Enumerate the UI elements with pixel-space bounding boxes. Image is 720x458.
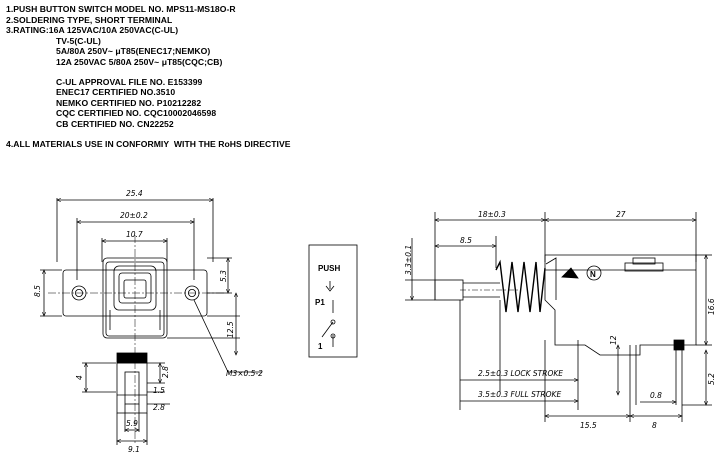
dim-59: 5.9 xyxy=(126,419,138,428)
dim-pin-4: 4 xyxy=(75,375,84,380)
dim-pin-28: 2.8 xyxy=(161,366,170,378)
dim-height-right: 5.3 xyxy=(219,270,228,282)
mark-n: N xyxy=(590,270,596,279)
note-cert-enec: ENEC17 CERTIFIED NO.3510 xyxy=(56,87,176,98)
dim-33: 3.3±0.1 xyxy=(404,245,413,275)
dim-mount-pitch: 20±0.2 xyxy=(120,211,148,220)
symbol-terminal-1: 1 xyxy=(318,342,323,351)
dim-screw: M3×0.5-2 xyxy=(226,369,263,378)
dim-18: 18±0.3 xyxy=(478,210,506,219)
dim-91: 9.1 xyxy=(128,445,140,454)
note-cert-cul: C-UL APPROVAL FILE NO. E153399 xyxy=(56,76,203,87)
note-rohs: 4.ALL MATERIALS USE IN CONFORMIY WITH TH… xyxy=(6,138,291,149)
note-model: 1.PUSH BUTTON SWITCH MODEL NO. MPS11-MS1… xyxy=(6,4,236,14)
spec-notes: 1.PUSH BUTTON SWITCH MODEL NO. MPS11-MS1… xyxy=(6,4,291,149)
dim-button: 10.7 xyxy=(126,230,143,239)
dim-08: 0.8 xyxy=(650,391,662,400)
note-cert-cb: CB CERTIFIED NO. CN22252 xyxy=(56,118,174,129)
dim-155: 15.5 xyxy=(580,421,597,430)
dim-12: 12 xyxy=(609,335,618,345)
dim-width-total: 25.4 xyxy=(126,189,143,198)
dim-height-left: 8.5 xyxy=(33,285,42,297)
dim-full-stroke: 3.5±0.3 FULL STROKE xyxy=(478,390,561,399)
dim-52: 5.2 xyxy=(707,373,716,385)
dim-8: 8 xyxy=(652,421,657,430)
dim-pin-28b: 2.8 xyxy=(153,403,165,412)
note-soldering: 2.SOLDERING TYPE, SHORT TERMINAL xyxy=(6,14,173,25)
side-view: 18±0.3 27 8.5 N 3.3±0.1 xyxy=(404,210,716,430)
dim-pin-15: 1.5 xyxy=(153,386,165,395)
front-view: 25.4 20±0.2 10.7 8.5 xyxy=(33,189,263,454)
note-rating-cqc: 12A 250VAC 5/80A 250V~ μT85(CQC;CB) xyxy=(56,56,223,67)
dim-166: 16.6 xyxy=(707,298,716,315)
note-rating: 3.RATING:16A 125VAC/10A 250VAC(C-UL) xyxy=(6,25,179,36)
symbol-p1-label: P1 xyxy=(315,298,325,307)
note-cert-cqc: CQC CERTIFIED NO. CQC10002046598 xyxy=(56,108,217,119)
note-rating-tv5: TV-5(C-UL) xyxy=(56,35,101,46)
dim-27: 27 xyxy=(616,210,626,219)
switch-symbol: PUSH P1 1 xyxy=(308,244,358,358)
symbol-push-label: PUSH xyxy=(318,264,340,273)
dim-body-depth: 12.5 xyxy=(226,321,235,338)
note-cert-nemko: NEMKO CERTIFIED NO. P10212282 xyxy=(56,97,202,108)
dim-85: 8.5 xyxy=(460,236,472,245)
dim-lock-stroke: 2.5±0.3 LOCK STROKE xyxy=(478,369,563,378)
note-rating-enec: 5A/80A 250V~ μT85(ENEC17;NEMKO) xyxy=(56,46,211,57)
